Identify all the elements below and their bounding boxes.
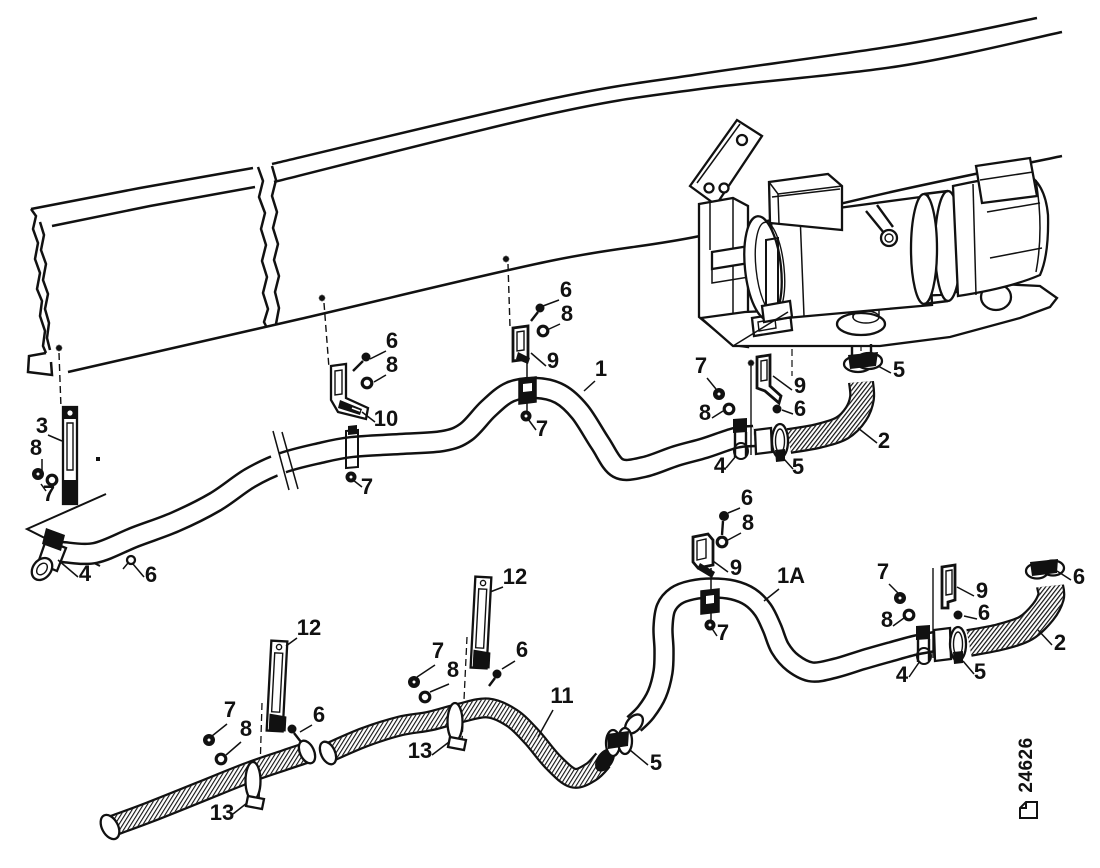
svg-text:7: 7 — [536, 416, 548, 441]
svg-text:13: 13 — [210, 800, 234, 825]
svg-text:1A: 1A — [777, 563, 805, 588]
svg-text:5: 5 — [792, 454, 804, 479]
svg-text:8: 8 — [447, 657, 459, 682]
svg-text:10: 10 — [374, 406, 398, 431]
svg-text:9: 9 — [794, 373, 806, 398]
svg-text:7: 7 — [361, 474, 373, 499]
svg-text:7: 7 — [877, 559, 889, 584]
svg-text:6: 6 — [560, 277, 572, 302]
svg-text:6: 6 — [145, 562, 157, 587]
svg-text:4: 4 — [79, 561, 92, 586]
svg-text:5: 5 — [650, 750, 662, 775]
svg-text:6: 6 — [1073, 564, 1085, 589]
svg-text:5: 5 — [974, 659, 986, 684]
svg-text:8: 8 — [881, 607, 893, 632]
svg-text:8: 8 — [30, 435, 42, 460]
svg-text:5: 5 — [893, 357, 905, 382]
svg-text:6: 6 — [794, 396, 806, 421]
svg-text:6: 6 — [978, 600, 990, 625]
svg-text:7: 7 — [717, 620, 729, 645]
svg-text:13: 13 — [408, 738, 432, 763]
svg-text:7: 7 — [43, 481, 55, 506]
svg-text:6: 6 — [313, 702, 325, 727]
svg-text:4: 4 — [896, 662, 909, 687]
svg-text:3: 3 — [36, 413, 48, 438]
svg-text:8: 8 — [742, 510, 754, 535]
svg-text:2: 2 — [878, 428, 890, 453]
svg-text:24626: 24626 — [1016, 737, 1037, 792]
svg-text:9: 9 — [730, 555, 742, 580]
svg-text:6: 6 — [741, 485, 753, 510]
svg-text:6: 6 — [386, 328, 398, 353]
svg-text:8: 8 — [699, 400, 711, 425]
svg-text:6: 6 — [516, 637, 528, 662]
svg-text:9: 9 — [547, 348, 559, 373]
svg-text:4: 4 — [714, 453, 727, 478]
svg-text:8: 8 — [240, 716, 252, 741]
svg-text:1: 1 — [595, 356, 607, 381]
svg-text:7: 7 — [224, 697, 236, 722]
svg-text:2: 2 — [1054, 630, 1066, 655]
svg-text:11: 11 — [550, 683, 573, 708]
svg-text:7: 7 — [432, 638, 444, 663]
svg-text:9: 9 — [976, 578, 988, 603]
svg-text:12: 12 — [503, 564, 527, 589]
svg-text:7: 7 — [695, 353, 707, 378]
svg-text:12: 12 — [297, 615, 321, 640]
svg-text:8: 8 — [561, 301, 573, 326]
svg-text:8: 8 — [386, 352, 398, 377]
